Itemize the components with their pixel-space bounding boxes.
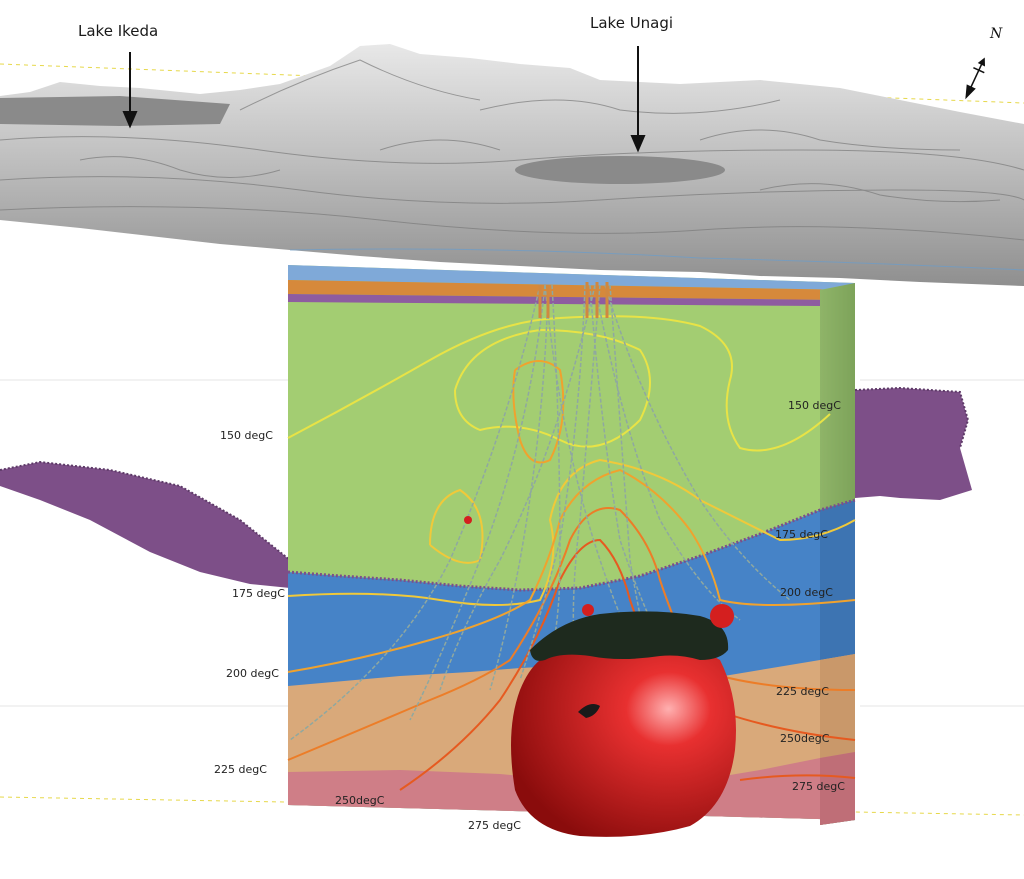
north-arrow-icon (965, 57, 986, 100)
isotherm-label-right-175: 175 degC (775, 528, 828, 541)
isotherm-200 (287, 468, 856, 673)
terrain-surface (0, 44, 1024, 286)
isotherms (287, 315, 856, 791)
isotherm-200-inner (512, 360, 565, 464)
heat-source-body (511, 604, 736, 837)
isotherm-label-right-200: 200 degC (780, 586, 833, 599)
isotherm-label-left-150: 150 degC (220, 429, 273, 442)
isotherm-150-inner (454, 328, 651, 448)
north-label: N (990, 26, 1003, 42)
lake-unagi-label: Lake Unagi (590, 14, 674, 32)
isotherm-label-right-250: 250degC (780, 732, 830, 745)
well-feedzone-marker (464, 516, 472, 524)
isotherm-label-bottom-275: 275 degC (468, 819, 521, 832)
well-traces (289, 284, 791, 741)
isotherm-label-left-225: 225 degC (214, 763, 267, 776)
lake-ikeda-label: Lake Ikeda (78, 22, 159, 40)
isotherm-label-left-200: 200 degC (226, 667, 279, 680)
isotherm-275 (739, 774, 856, 781)
isotherm-label-right-150: 150 degC (788, 399, 841, 412)
isotherm-150 (287, 315, 831, 452)
lake-arrows (122, 46, 646, 153)
background-grid (0, 379, 1024, 707)
purple-surface (0, 386, 972, 588)
isotherm-175-inner (429, 488, 484, 564)
isotherm-175 (287, 458, 856, 606)
isotherm-label-right-275: 275 degC (792, 780, 845, 793)
lake-ikeda-surface (0, 96, 230, 126)
isotherm-label-right-225: 225 degC (776, 685, 829, 698)
isotherm-label-left-175: 175 degC (232, 587, 285, 600)
wellheads (538, 282, 609, 318)
lake-unagi-surface (515, 156, 725, 184)
isotherm-label-left-250: 250degC (335, 794, 385, 807)
